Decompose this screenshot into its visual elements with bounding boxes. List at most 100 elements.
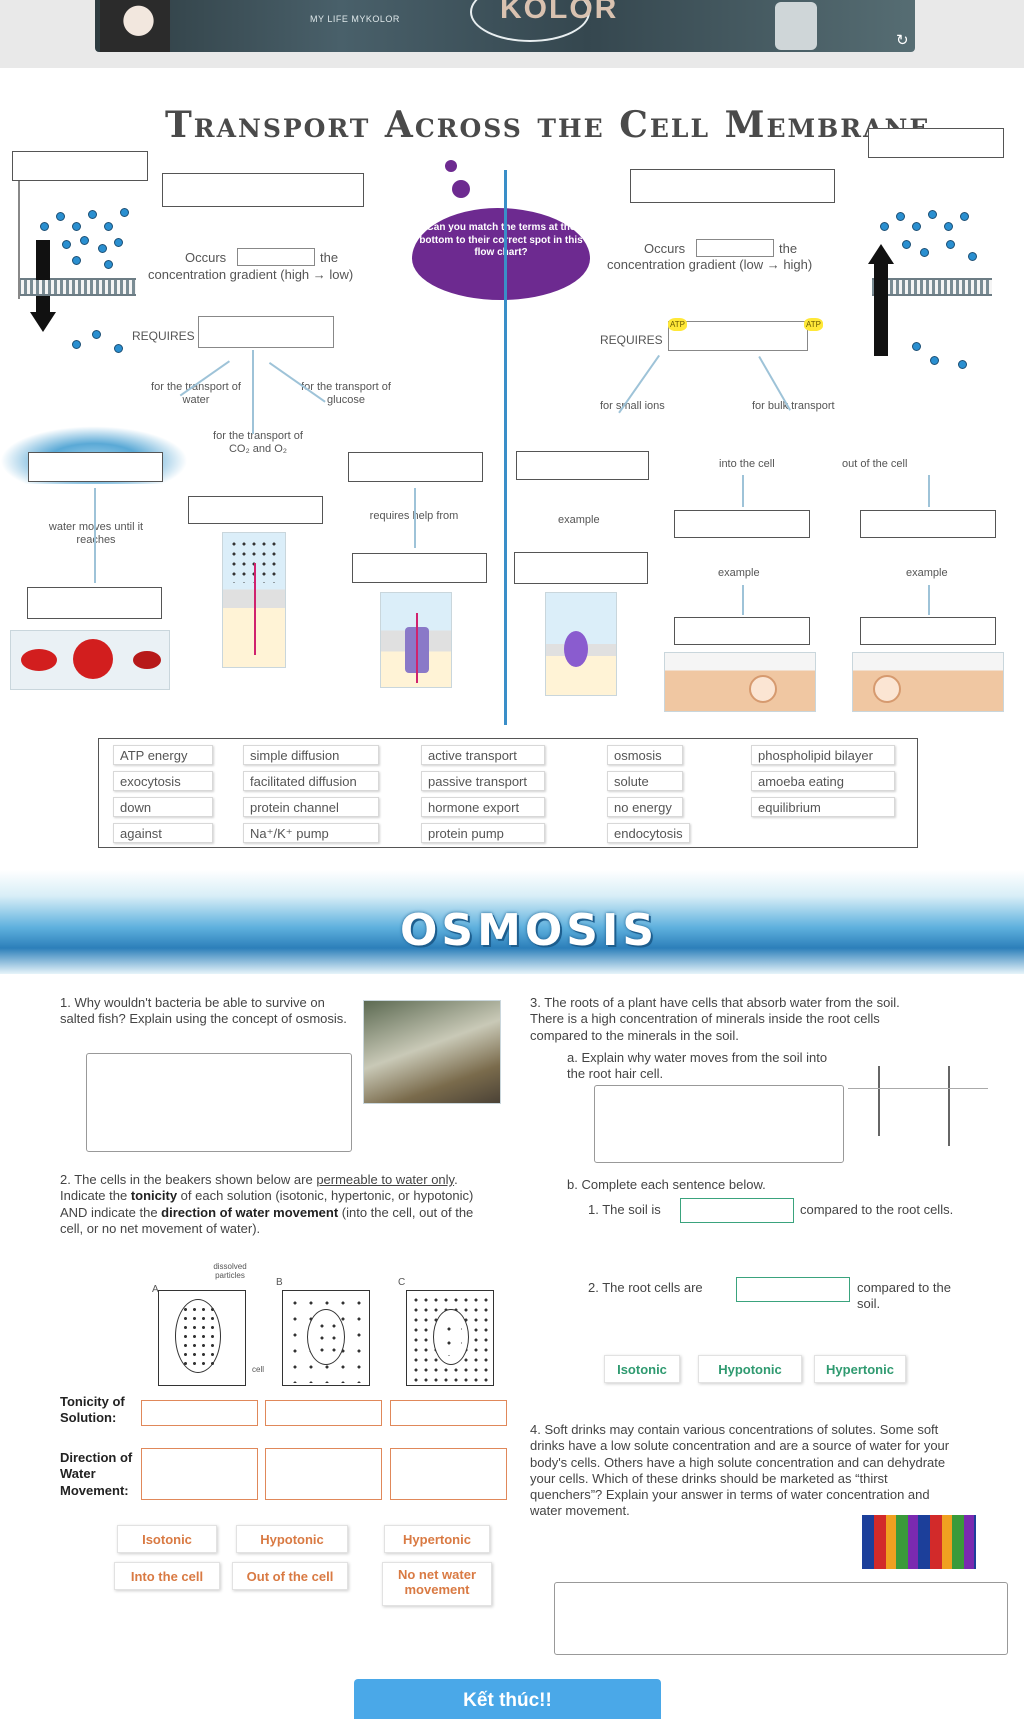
- drop-slot-top-left[interactable]: [12, 151, 148, 181]
- protein-channel-image: [380, 592, 452, 688]
- connector: [94, 488, 96, 583]
- chip-q3-isotonic[interactable]: Isotonic: [604, 1355, 680, 1383]
- answer-box-q3a[interactable]: [594, 1085, 844, 1163]
- word-bank-chip[interactable]: osmosis: [607, 745, 683, 765]
- word-bank-chip[interactable]: equilibrium: [751, 797, 895, 817]
- word-bank-chip[interactable]: simple diffusion: [243, 745, 379, 765]
- drop-slot-top-right[interactable]: [868, 128, 1004, 158]
- word-bank-chip[interactable]: active transport: [421, 745, 545, 765]
- osmosis-title: OSMOSIS: [400, 905, 659, 956]
- direction-text: direction of water movement: [161, 1204, 339, 1220]
- drop-slot-tonicity-c[interactable]: [390, 1400, 507, 1426]
- drop-slot-help[interactable]: [352, 553, 487, 583]
- molecule: [930, 356, 939, 365]
- question-text: of each solution (isotonic, hypertonic, …: [60, 1188, 474, 1220]
- drop-slot-equilibrium[interactable]: [27, 587, 162, 619]
- finish-button[interactable]: Kết thúc!!: [354, 1679, 661, 1719]
- beaker-a: [158, 1290, 246, 1386]
- drop-slot-glucose[interactable]: [348, 452, 483, 482]
- word-bank-chip[interactable]: passive transport: [421, 771, 545, 791]
- drop-slot-water[interactable]: [28, 452, 163, 482]
- word-bank-chip[interactable]: against: [113, 823, 213, 843]
- drop-slot-left-occurs[interactable]: [237, 248, 315, 266]
- word-bank-chip[interactable]: protein pump: [421, 823, 545, 843]
- arrow-shaft: [36, 240, 50, 280]
- drop-slot-q3b-1[interactable]: [680, 1198, 794, 1223]
- chip-isotonic[interactable]: Isotonic: [117, 1525, 217, 1553]
- word-bank-chip[interactable]: exocytosis: [113, 771, 213, 791]
- drop-slot-right-occurs[interactable]: [696, 239, 774, 257]
- drop-slot-right-requires[interactable]: [668, 321, 808, 351]
- word-bank-chip[interactable]: endocytosis: [607, 823, 690, 843]
- drop-slot-out-of-cell[interactable]: [860, 510, 996, 538]
- connector: [414, 488, 416, 548]
- drop-slot-left-requires[interactable]: [198, 316, 334, 348]
- chip-hypertonic[interactable]: Hypertonic: [384, 1525, 490, 1553]
- drop-slot-active-title[interactable]: [630, 169, 835, 203]
- drop-slot-direction-c[interactable]: [390, 1448, 507, 1500]
- word-bank-chip[interactable]: amoeba eating: [751, 771, 895, 791]
- chip-out-of-the-cell[interactable]: Out of the cell: [232, 1562, 348, 1590]
- molecule: [56, 212, 65, 221]
- chip-q3-hypertonic[interactable]: Hypertonic: [814, 1355, 906, 1383]
- word-bank-chip[interactable]: down: [113, 797, 213, 817]
- answer-box-q1[interactable]: [86, 1053, 352, 1152]
- chip-hypotonic[interactable]: Hypotonic: [236, 1525, 348, 1553]
- label-bulk-transport: for bulk transport: [752, 400, 835, 412]
- drop-slot-q3b-2[interactable]: [736, 1277, 850, 1302]
- page-title: Transport Across the Cell Membrane: [165, 104, 931, 146]
- right-requires-label: REQUIRES: [600, 333, 663, 347]
- word-bank-chip[interactable]: protein channel: [243, 797, 379, 817]
- drop-slot-direction-a[interactable]: [141, 1448, 258, 1500]
- question-text: Soft drinks may contain various concentr…: [530, 1422, 950, 1519]
- word-bank-chip[interactable]: hormone export: [421, 797, 545, 817]
- molecule: [104, 222, 113, 231]
- drop-slot-exocytosis-example[interactable]: [860, 617, 996, 645]
- molecule: [896, 212, 905, 221]
- cloud-bubble-medium: [452, 180, 470, 198]
- arrow-up-icon: [868, 244, 894, 264]
- exocytosis-image: [852, 652, 1004, 712]
- question-number: 2.: [60, 1172, 71, 1187]
- molecule: [120, 208, 129, 217]
- salted-fish-image: [363, 1000, 501, 1104]
- drop-slot-example-ion[interactable]: [514, 552, 648, 584]
- question-number: 4.: [530, 1422, 541, 1437]
- drop-slot-endocytosis-example[interactable]: [674, 617, 810, 645]
- word-bank-chip[interactable]: ATP energy: [113, 745, 213, 765]
- drop-slot-into-cell[interactable]: [674, 510, 810, 538]
- chip-no-net-water-movement[interactable]: No net water movement: [382, 1562, 492, 1606]
- dissolved-particles-label: dissolved particles: [213, 1262, 247, 1281]
- molecule: [960, 212, 969, 221]
- answer-box-q4[interactable]: [554, 1582, 1008, 1655]
- molecule: [88, 210, 97, 219]
- drop-slot-small-ions[interactable]: [516, 451, 649, 480]
- connector: [928, 585, 930, 615]
- drop-slot-co2[interactable]: [188, 496, 323, 524]
- soft-drinks-image: [862, 1515, 976, 1569]
- connector: [252, 350, 254, 434]
- label-transport-co2: for the transport of CO₂ and O₂: [213, 430, 303, 455]
- question-text: Why wouldn't bacteria be able to survive…: [60, 995, 347, 1027]
- word-bank-chip[interactable]: no energy: [607, 797, 683, 817]
- drop-slot-tonicity-b[interactable]: [265, 1400, 382, 1426]
- molecule: [72, 256, 81, 265]
- label-out-of-cell: out of the cell: [842, 458, 908, 470]
- drop-slot-tonicity-a[interactable]: [141, 1400, 258, 1426]
- banner-portrait: [100, 0, 170, 52]
- reload-icon[interactable]: ↻: [896, 32, 909, 49]
- arrow-down-icon: [30, 312, 56, 332]
- question-text: (into the cell, out of the cell, or no n…: [60, 1204, 474, 1236]
- chip-q3-hypotonic[interactable]: Hypotonic: [698, 1355, 802, 1383]
- word-bank-chip[interactable]: solute: [607, 771, 683, 791]
- question-4: 4. Soft drinks may contain various conce…: [530, 1422, 950, 1520]
- left-gradient-label: concentration gradient (high → low): [148, 267, 354, 282]
- word-bank-chip[interactable]: phospholipid bilayer: [751, 745, 895, 765]
- word-bank-chip[interactable]: facilitated diffusion: [243, 771, 379, 791]
- label-small-ions: for small ions: [600, 400, 665, 412]
- chip-into-the-cell[interactable]: Into the cell: [114, 1562, 220, 1590]
- drop-slot-passive-title[interactable]: [162, 173, 364, 207]
- left-occurs-suffix: the: [320, 250, 339, 265]
- word-bank-chip[interactable]: Na⁺/K⁺ pump: [243, 823, 379, 843]
- drop-slot-direction-b[interactable]: [265, 1448, 382, 1500]
